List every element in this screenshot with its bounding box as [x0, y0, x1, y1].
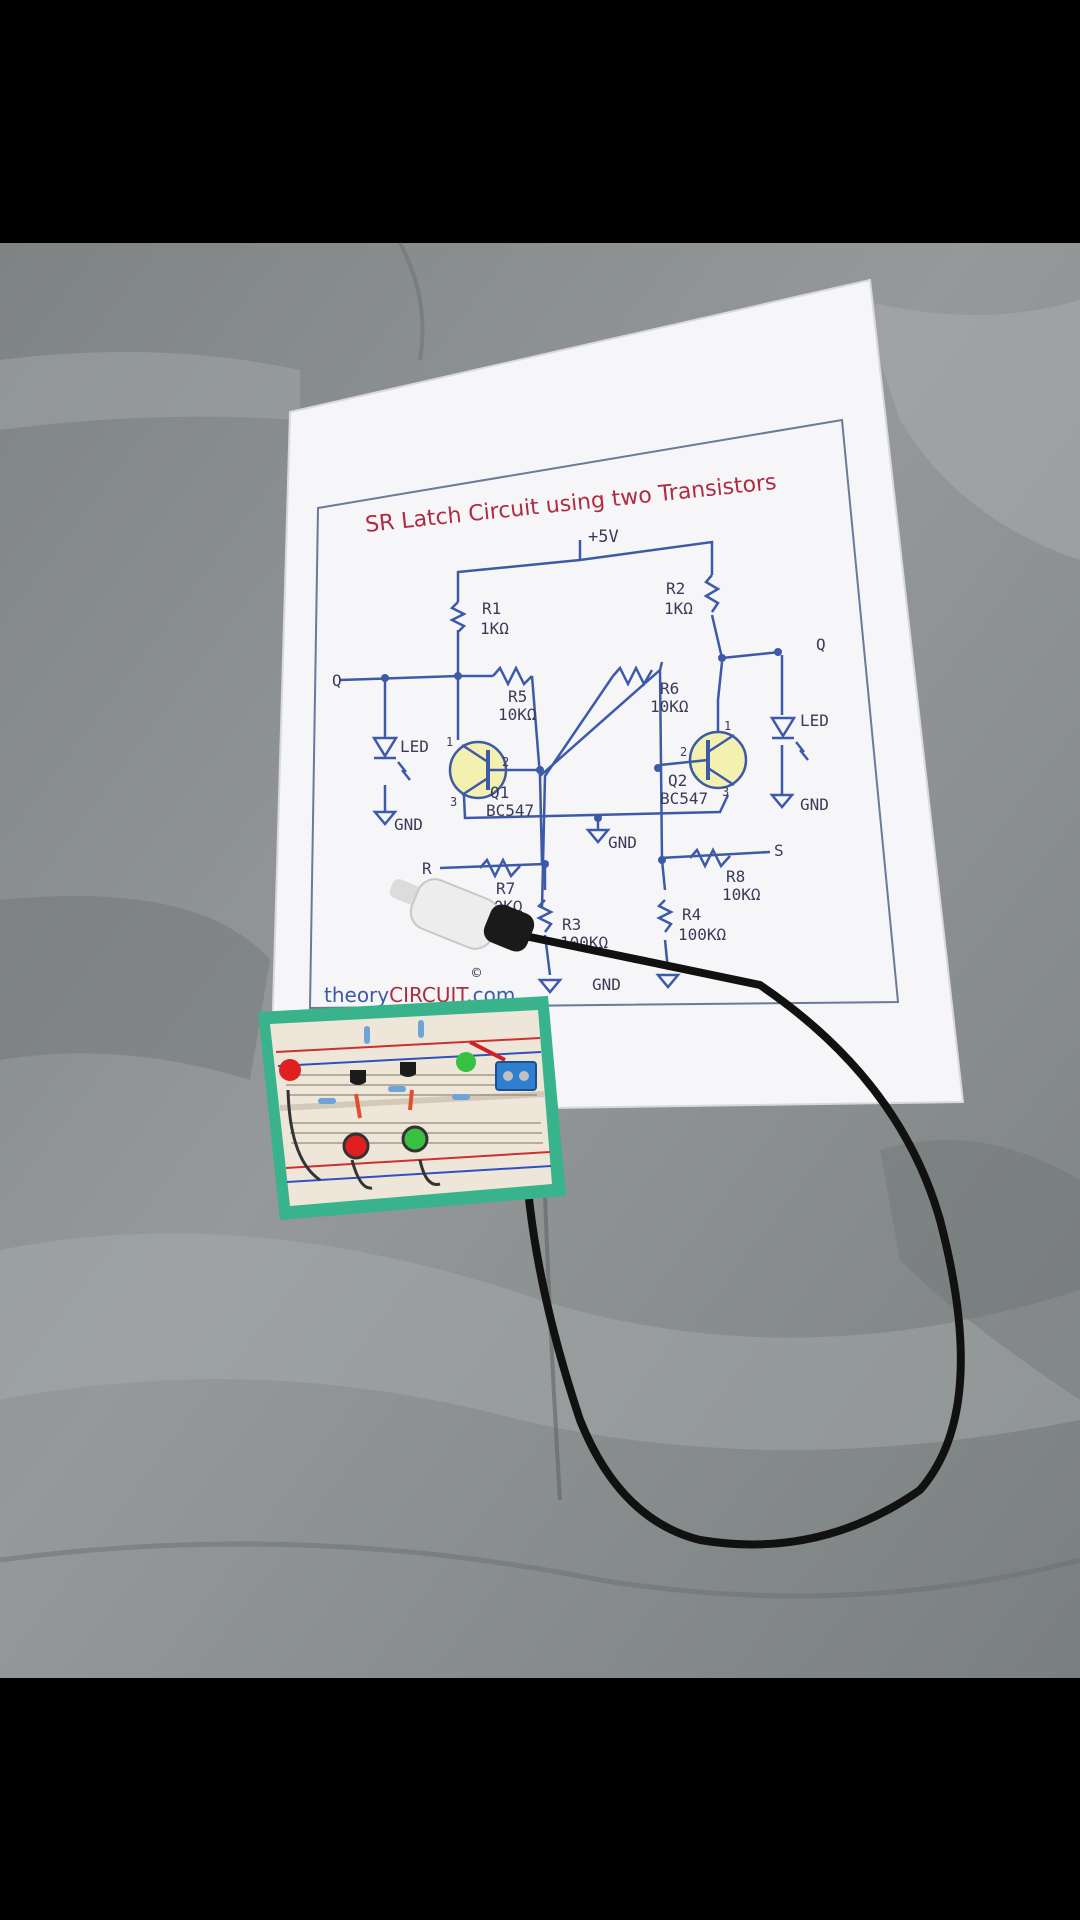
q1-pin1: 1 [446, 735, 453, 749]
led-green-board [456, 1052, 476, 1072]
push-button-red [342, 1132, 370, 1160]
gnd-label-center: GND [608, 833, 637, 852]
push-button-green [401, 1125, 429, 1153]
led-symbol-left [371, 736, 411, 781]
gnd-label-bottom: GND [592, 975, 621, 994]
r5-name: R5 [508, 687, 527, 706]
r1-name: R1 [482, 599, 501, 618]
r7-name: R7 [496, 879, 515, 898]
copyright-symbol: © [472, 964, 482, 982]
q2-pin1: 1 [724, 719, 731, 733]
led-symbol-right [769, 716, 809, 761]
schematic-sheet: SR Latch Circuit using two Transistors [268, 278, 965, 1114]
q2-model: BC547 [660, 789, 708, 808]
r6-name: R6 [660, 679, 679, 698]
usb-c-cable [389, 878, 965, 1549]
r3-resistor [536, 899, 554, 933]
ground-symbols [372, 793, 795, 994]
junction-dots [381, 648, 782, 868]
r6-value: 10KΩ [650, 697, 689, 716]
led-right-label: LED [800, 711, 829, 730]
resistor-symbols [449, 574, 731, 933]
r1-value: 1KΩ [480, 619, 509, 638]
r1-resistor [449, 601, 467, 633]
supply-label: +5V [588, 527, 619, 547]
led-red-board [279, 1059, 301, 1081]
r5-value: 10KΩ [498, 705, 537, 724]
usb-c-strain-relief [483, 904, 535, 952]
gnd-label-q1: GND [394, 815, 423, 834]
r4-name: R4 [682, 905, 701, 924]
q2-pin3: 3 [722, 785, 729, 799]
r6-resistor [612, 665, 654, 687]
r7-resistor [479, 857, 521, 879]
r3-name: R3 [562, 915, 581, 934]
q2-pin2: 2 [680, 745, 687, 759]
r2-name: R2 [666, 579, 685, 598]
paper-border [308, 418, 900, 1010]
r8-resistor [689, 847, 731, 869]
q1-model: BC547 [486, 801, 534, 820]
q-bar-output-label: Q [816, 635, 826, 654]
r2-value: 1KΩ [664, 599, 693, 618]
reset-input-label: R [422, 859, 432, 878]
top-black-bar [0, 0, 1080, 243]
r4-value: 100KΩ [678, 925, 727, 944]
bottom-black-bar [0, 1678, 1080, 1920]
set-input-label: S [774, 841, 784, 860]
r8-value: 10KΩ [722, 885, 761, 904]
led-left-label: LED [400, 737, 429, 756]
r8-name: R8 [726, 867, 745, 886]
q1-pin2: 2 [502, 755, 509, 769]
q2-name: Q2 [668, 771, 687, 790]
breadboard-assembly [258, 996, 566, 1220]
r2-resistor [703, 574, 721, 613]
q1-name: Q1 [490, 783, 509, 802]
r4-resistor [656, 899, 674, 933]
q1-pin3: 3 [450, 795, 457, 809]
transistor-q2 [659, 730, 748, 790]
gnd-label-q2: GND [800, 795, 829, 814]
r5-resistor [492, 665, 533, 687]
q-output-label: Q [332, 671, 342, 690]
transistor-q1 [448, 740, 540, 800]
power-terminal-block [495, 1061, 537, 1091]
